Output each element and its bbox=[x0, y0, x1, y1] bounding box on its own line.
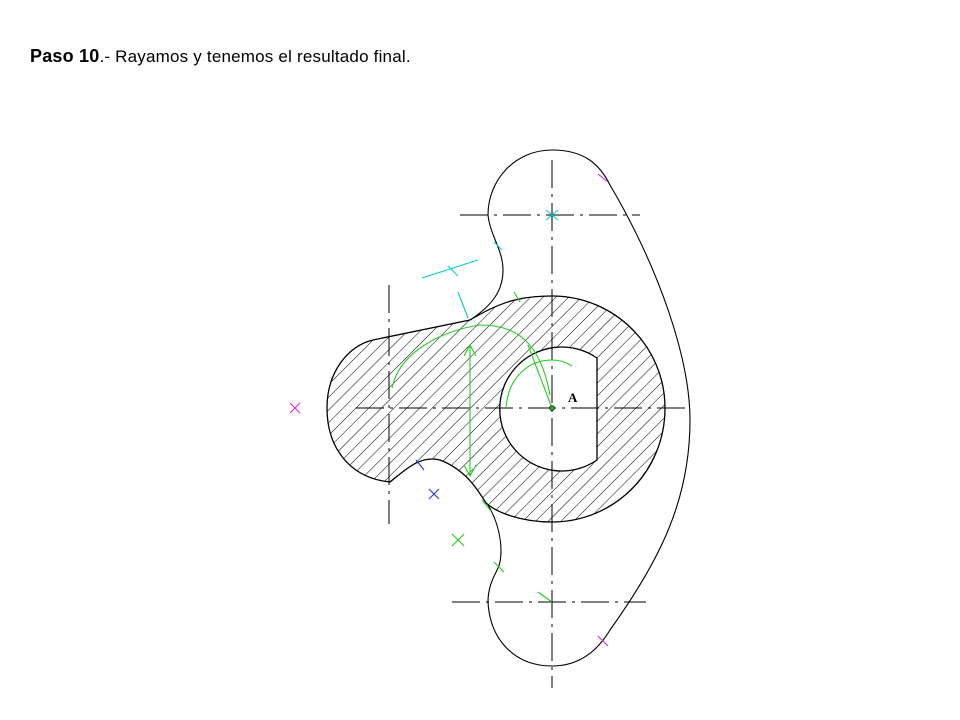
hatched-section bbox=[326, 295, 666, 523]
cyan-line-2 bbox=[447, 265, 459, 277]
green-mark-lower-3 bbox=[493, 561, 505, 573]
upper-neck-curve bbox=[469, 214, 504, 321]
green-arc-large bbox=[391, 324, 551, 396]
construction-blue bbox=[415, 459, 440, 500]
green-tick-1 bbox=[463, 343, 477, 357]
outer-contour bbox=[487, 149, 691, 667]
green-line-diagonal bbox=[527, 344, 553, 409]
caption: Paso 10.- Rayamos y tenemos el resultado… bbox=[30, 46, 411, 67]
center-point bbox=[549, 405, 555, 411]
green-mark-lower-2 bbox=[451, 533, 465, 547]
magenta-x-left-2 bbox=[289, 402, 301, 414]
green-mark-lower-4 bbox=[537, 591, 553, 603]
green-tick-2 bbox=[463, 464, 477, 478]
green-arc-small bbox=[505, 359, 573, 409]
cyan-line-4 bbox=[493, 241, 503, 251]
point-label-a: A bbox=[568, 390, 578, 405]
cyan-line-1 bbox=[421, 259, 479, 279]
construction-cyan bbox=[421, 209, 559, 319]
magenta-mark-bottom-right bbox=[597, 635, 609, 647]
blue-mark bbox=[415, 459, 425, 471]
construction-magenta bbox=[289, 173, 609, 647]
caption-text: .- Rayamos y tenemos el resultado final. bbox=[99, 47, 411, 66]
green-mark-upper bbox=[513, 291, 521, 303]
green-mark-mid bbox=[481, 499, 491, 511]
cyan-mark-top-2 bbox=[545, 209, 559, 221]
magenta-mark-top-right bbox=[597, 173, 609, 183]
construction-green bbox=[391, 291, 573, 603]
blue-x-2 bbox=[428, 488, 440, 500]
step-label: Paso 10 bbox=[30, 46, 100, 66]
cyan-line-3 bbox=[457, 291, 469, 319]
